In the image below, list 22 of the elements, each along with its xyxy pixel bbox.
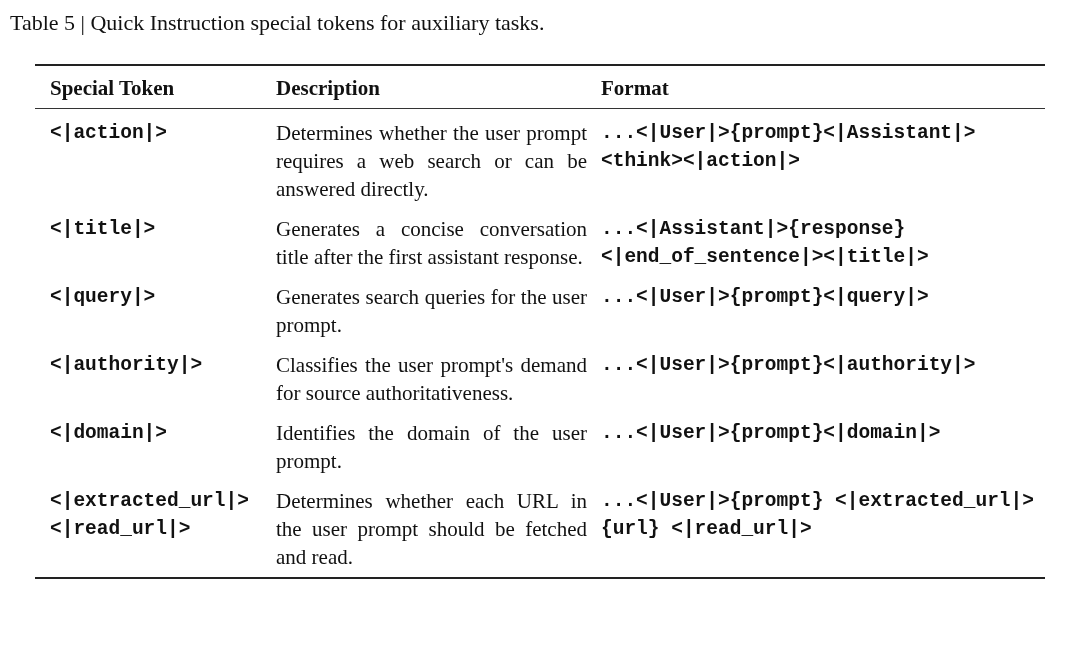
description-text: Identifies the domain of the user prompt. — [276, 420, 588, 475]
description-text: Generates a concise conversation title after the first assistant response. — [276, 216, 588, 271]
token-text: <|action|> — [50, 121, 168, 146]
column-header: Special Token — [50, 75, 175, 102]
token-text: <|authority|> — [50, 353, 203, 378]
format-text: ...<|User|>{prompt}<|authority|> — [601, 353, 976, 378]
table-title: Table 5 | Quick Instruction special tokens for auxiliary tasks. — [10, 10, 545, 36]
token-text: <|extracted_url|> <|read_url|> — [50, 489, 250, 542]
format-text: ...<|User|>{prompt}<|domain|> — [601, 421, 941, 446]
description-text: Generates search queries for the user prompt. — [276, 284, 588, 339]
token-text: <|domain|> — [50, 421, 168, 446]
description-text: Determines whether the user prompt requires a web search or can be answered directly. — [276, 120, 588, 203]
token-text: <|title|> — [50, 217, 156, 242]
format-text: ...<|User|>{prompt}<|query|> — [601, 285, 929, 310]
format-text: ...<|User|>{prompt} <|extracted_url|>{url} <|read_url|> — [601, 489, 1035, 542]
format-text: ...<|User|>{prompt}<|Assistant|> <think><|action|> — [601, 121, 977, 174]
token-text: <|query|> — [50, 285, 156, 310]
format-text: ...<|Assistant|>{response} <|end_of_sentence|><|title|> — [601, 217, 930, 270]
description-text: Determines whether each URL in the user prompt should be fetched and read. — [276, 488, 588, 571]
column-header: Format — [601, 75, 669, 102]
description-text: Classifies the user prompt's demand for source authoritativeness. — [276, 352, 588, 407]
column-header: Description — [276, 75, 381, 102]
